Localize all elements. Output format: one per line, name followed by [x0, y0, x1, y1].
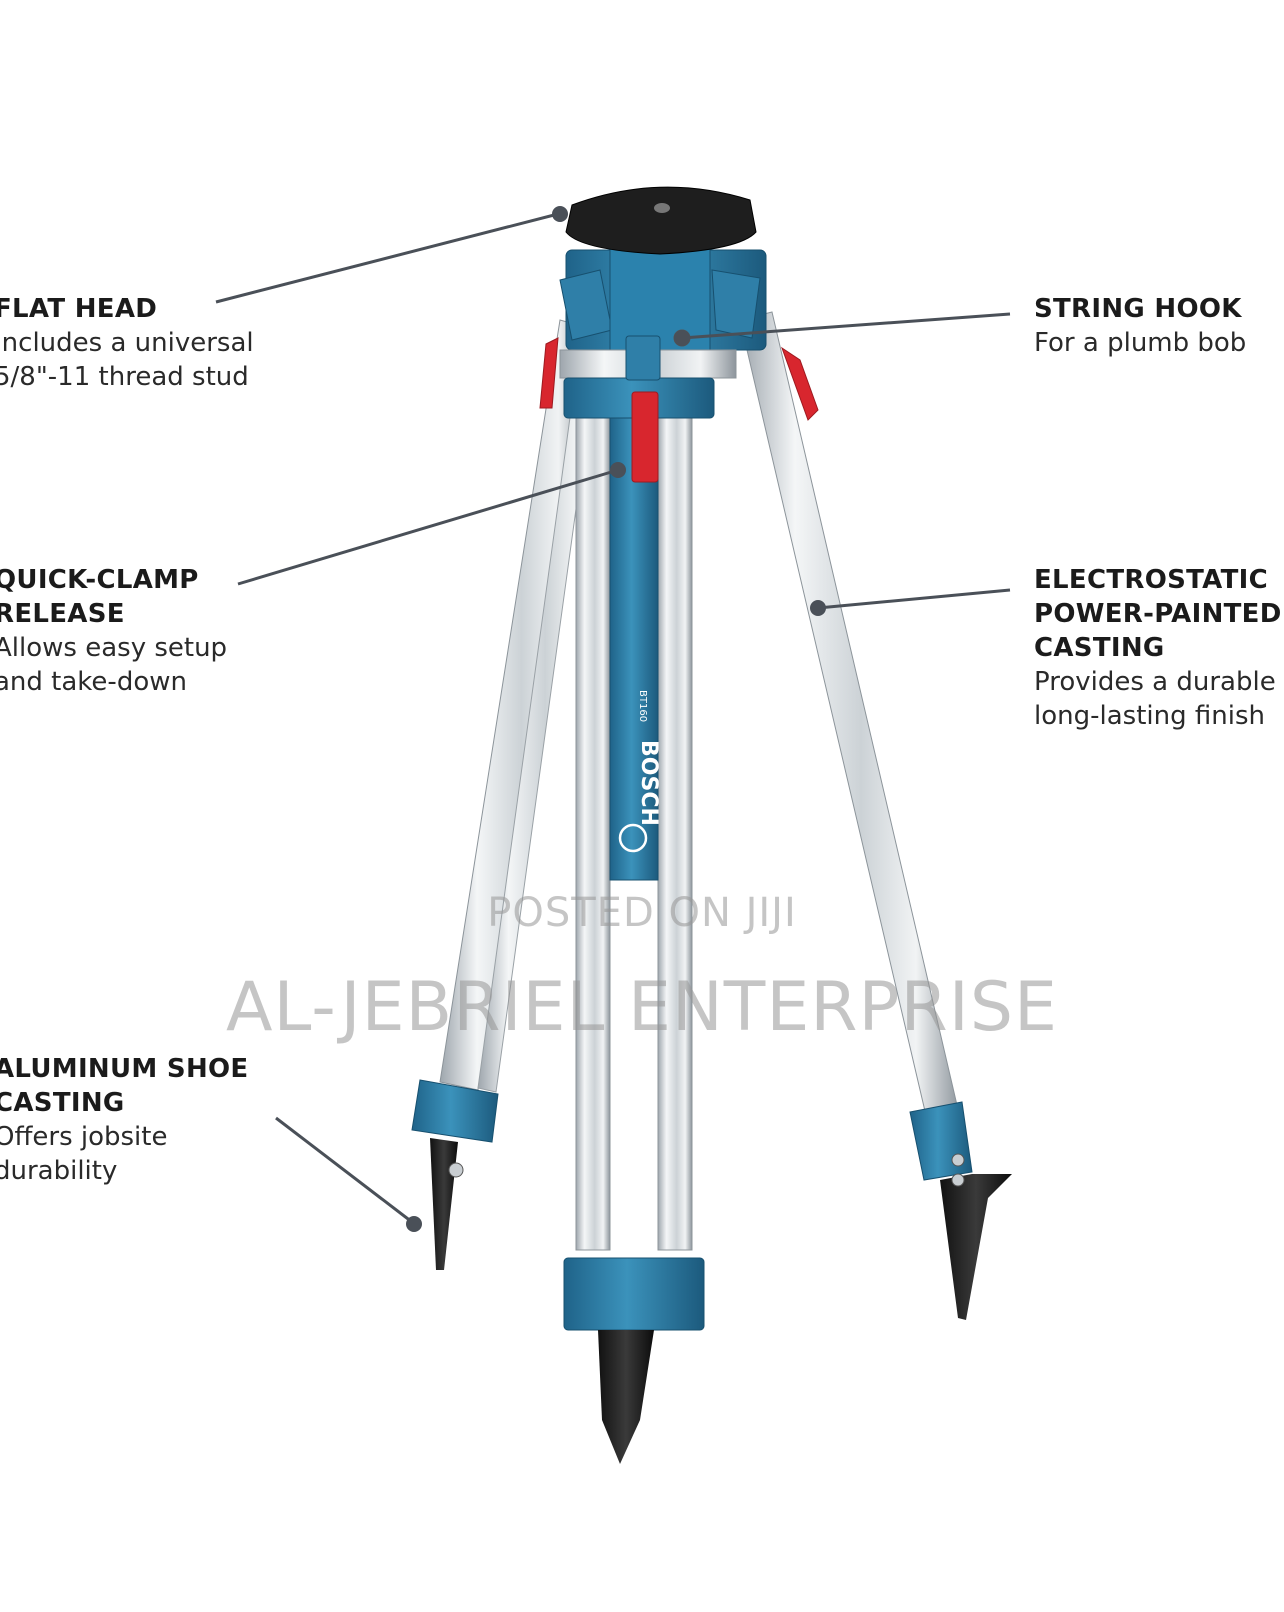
right-leg-spike [940, 1174, 1012, 1320]
callout-title: STRING HOOK [1034, 294, 1242, 324]
brand-name: BOSCH [636, 740, 661, 826]
left-leg-spike [430, 1138, 458, 1270]
callout-desc-line: For a plumb bob [1034, 328, 1247, 358]
callout-title: QUICK-CLAMP [0, 565, 199, 595]
callout-aluminum-shoe: ALUMINUM SHOE CASTING Offers jobsite dur… [0, 1052, 248, 1188]
callout-line-electrostatic [817, 588, 1011, 610]
callout-desc-line: Includes a universal [0, 328, 254, 358]
callout-line-aluminum-shoe [275, 1116, 413, 1224]
left-leg-screw [448, 1162, 464, 1178]
callout-string-hook: STRING HOOK For a plumb bob [1034, 292, 1246, 360]
callout-title: CASTING [1034, 633, 1165, 663]
right-red-clamp [781, 346, 819, 421]
callout-title: ALUMINUM SHOE [0, 1054, 249, 1084]
tripod-head [559, 186, 767, 419]
left-red-clamp [539, 337, 559, 409]
clamp-levers [539, 337, 819, 483]
center-leg-clamp-casting [563, 1257, 705, 1331]
callout-title: ELECTROSTATIC [1034, 565, 1268, 595]
callout-flat-head: FLAT HEAD Includes a universal 5/8"-11 t… [0, 292, 254, 394]
right-leg-clamp-casting [909, 1101, 973, 1181]
model-number: BT160 [637, 690, 648, 722]
bosch-label-strip [609, 409, 659, 881]
center-red-clamp [631, 391, 659, 483]
callout-desc-line: Provides a durable [1034, 667, 1276, 697]
callout-title: RELEASE [0, 599, 125, 629]
center-leg: BOSCH BT160 [563, 399, 705, 1464]
callout-quick-clamp: QUICK-CLAMP RELEASE Allows easy setup an… [0, 563, 227, 699]
bosch-logo-icon [618, 823, 648, 853]
left-leg [411, 319, 601, 1270]
callout-desc-line: long-lasting finish [1034, 701, 1265, 731]
flat-head-plate [565, 186, 757, 255]
callout-title: POWER-PAINTED [1034, 599, 1282, 629]
callout-desc-line: Offers jobsite [0, 1122, 168, 1152]
callout-title: CASTING [0, 1088, 125, 1118]
callout-desc-line: durability [0, 1156, 118, 1186]
right-leg [739, 311, 1012, 1320]
callout-desc-line: Allows easy setup [0, 633, 228, 663]
callout-desc-line: 5/8"-11 thread stud [0, 362, 249, 392]
callout-electrostatic: ELECTROSTATIC POWER-PAINTED CASTING Prov… [1034, 563, 1282, 733]
callout-line-quick-clamp [237, 468, 619, 586]
center-leg-spike [598, 1330, 654, 1464]
thread-stud [654, 203, 670, 213]
callout-line-string-hook [681, 312, 1011, 340]
callout-desc-line: and take-down [0, 667, 187, 697]
callout-lines [215, 206, 1011, 1232]
left-leg-clamp-casting [411, 1079, 499, 1143]
callout-line-flat-head [215, 212, 559, 304]
callout-title: FLAT HEAD [0, 294, 158, 324]
